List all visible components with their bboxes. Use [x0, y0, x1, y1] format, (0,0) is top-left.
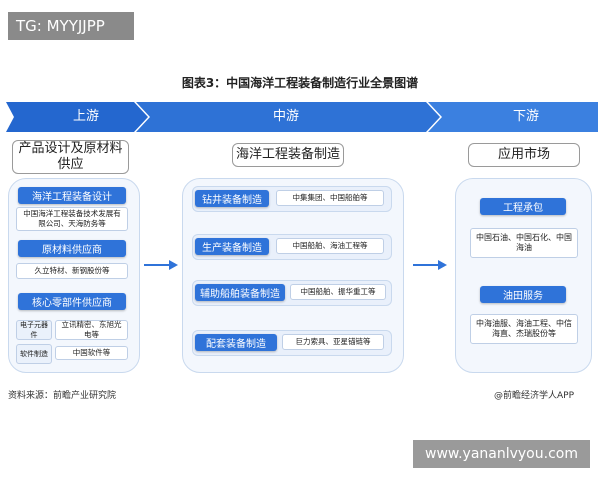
design-label: 海洋工程装备设计	[18, 187, 126, 204]
flow-arrow-icon	[144, 260, 178, 270]
midstream-header: 海洋工程装备制造	[232, 143, 344, 167]
mid-item-label: 生产装备制造	[195, 238, 269, 255]
electronics-label: 电子元器件	[16, 320, 52, 340]
down-item-companies: 中国石油、中国石化、中国海油	[470, 228, 578, 258]
chart-title: 图表3：中国海洋工程装备制造行业全景图谱	[181, 76, 419, 90]
software-companies: 中国软件等	[55, 346, 128, 360]
materials-label: 原材料供应商	[18, 240, 126, 257]
source-note: 资料来源：前瞻产业研究院	[8, 391, 117, 401]
upstream-header: 产品设计及原材料供应	[12, 140, 129, 174]
design-companies: 中国海洋工程装备技术发展有限公司、天海防务等	[16, 207, 128, 231]
watermark-label: TG: MYYJJPP	[8, 12, 134, 40]
down-item-label: 油田服务	[480, 286, 566, 303]
mid-item-companies: 巨力索具、亚星锚链等	[282, 334, 384, 350]
mid-item-label: 钻井装备制造	[195, 190, 269, 207]
materials-companies: 久立特材、新钢股份等	[16, 263, 128, 279]
watermark-url: www.yananlvyou.com	[413, 440, 590, 468]
down-item-label: 工程承包	[480, 198, 566, 215]
mid-item-companies: 中国船舶、海油工程等	[276, 238, 384, 254]
flow-arrow-icon	[413, 260, 447, 270]
stage-arrows	[6, 102, 598, 132]
stage-bar: 上游 中游 下游	[6, 102, 598, 132]
credit-note: @前瞻经济学人APP	[494, 391, 575, 401]
downstream-header: 应用市场	[468, 143, 580, 167]
mid-item-label: 配套装备制造	[195, 334, 277, 351]
down-item-companies: 中海油服、海油工程、中信海直、杰瑞股份等	[470, 314, 578, 344]
mid-item-label: 辅助船舶装备制造	[195, 284, 285, 301]
stage-midstream: 中游	[272, 109, 299, 124]
stage-downstream: 下游	[512, 109, 539, 124]
stage-upstream: 上游	[72, 109, 99, 124]
mid-item-companies: 中国船舶、振华重工等	[290, 284, 386, 300]
mid-item-companies: 中集集团、中国船舶等	[276, 190, 384, 206]
software-label: 软件制造	[16, 344, 52, 364]
parts-label: 核心零部件供应商	[18, 293, 126, 310]
electronics-companies: 立讯精密、东旭光电等	[55, 320, 128, 340]
